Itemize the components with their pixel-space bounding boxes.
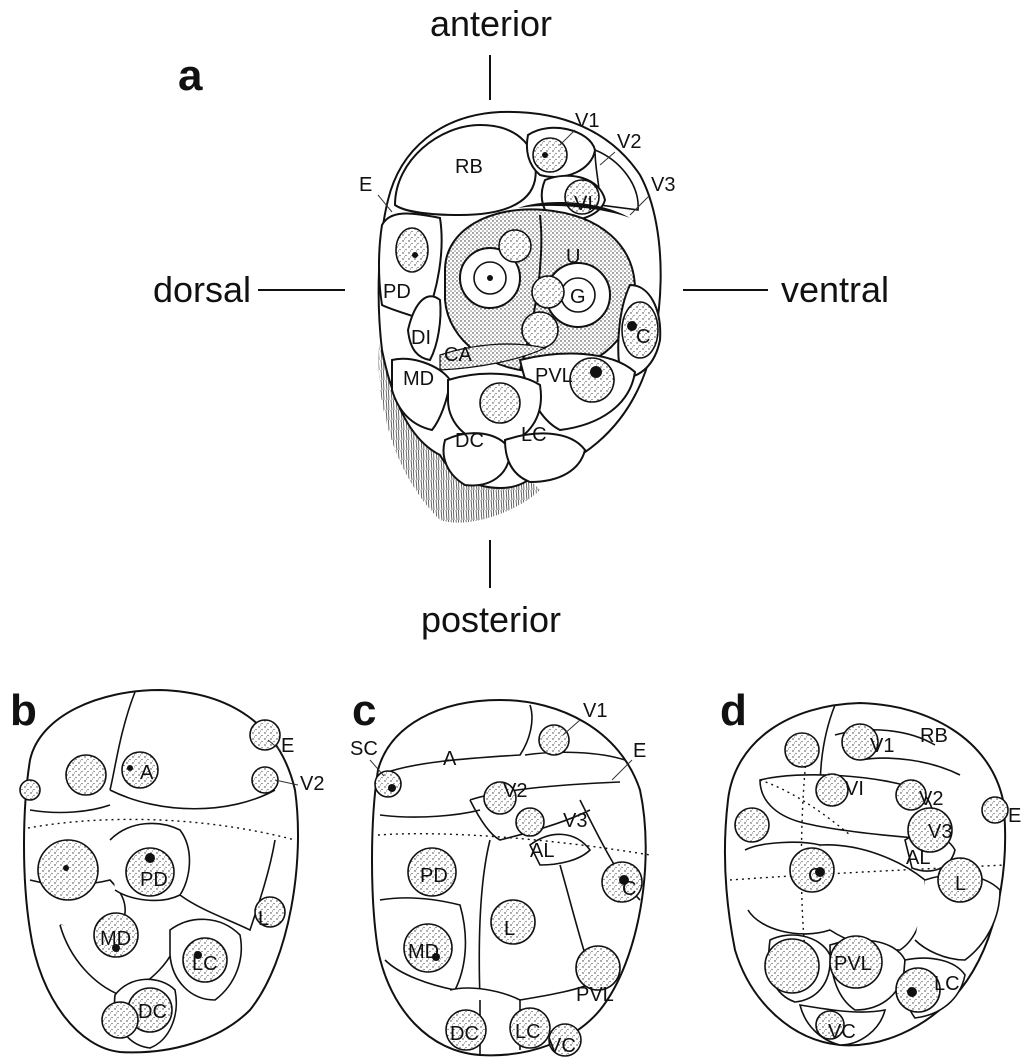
nucleus-V3 <box>516 808 544 836</box>
nucleus-U-low <box>522 312 558 348</box>
label-LC: LC <box>192 953 218 975</box>
panel-letter: b <box>10 686 37 735</box>
panel-d: d V1 RB VI V2 E V3 <box>720 686 1021 1045</box>
nucleolus <box>907 987 917 997</box>
label-L: L <box>955 873 966 895</box>
label-V3: V3 <box>563 810 587 832</box>
nucleolus <box>63 865 69 871</box>
label-AL: AL <box>906 847 930 869</box>
label-G: G <box>570 286 586 308</box>
label-DI: DI <box>411 327 431 349</box>
label-PVL: PVL <box>834 953 872 975</box>
label-V1: V1 <box>870 735 894 757</box>
nucleus-E <box>982 797 1008 823</box>
nucleus-PD <box>396 228 428 272</box>
label-LC: LC <box>515 1021 541 1043</box>
label-DC: DC <box>450 1023 479 1045</box>
panel-a: a anterior posterior dorsal ventral <box>153 3 889 640</box>
label-A: A <box>140 762 154 784</box>
label-V2: V2 <box>503 780 527 802</box>
label-RB: RB <box>920 725 948 747</box>
axis-label-posterior: posterior <box>421 599 561 640</box>
label-V3: V3 <box>651 174 675 196</box>
label-PVL: PVL <box>576 984 614 1006</box>
panel-letter: c <box>352 686 376 735</box>
label-VC: VC <box>548 1035 576 1057</box>
nucleus-V1 <box>539 725 569 755</box>
label-L: L <box>258 908 269 930</box>
nucleus <box>765 939 819 993</box>
nucleus-PVL <box>570 358 614 402</box>
label-E: E <box>359 174 372 196</box>
label-V3: V3 <box>928 821 952 843</box>
label-V2: V2 <box>300 773 324 795</box>
panel-c: c V1 SC A E V2 V3 AL <box>350 686 650 1057</box>
label-L: L <box>504 918 515 940</box>
label-AL: AL <box>530 840 554 862</box>
axis-label-anterior: anterior <box>430 3 552 44</box>
nucleus-V2 <box>252 767 278 793</box>
nucleus-U-small <box>499 230 531 262</box>
label-VI: VI <box>574 193 593 215</box>
label-CA: CA <box>444 344 472 366</box>
label-MD: MD <box>408 941 439 963</box>
label-C: C <box>636 326 650 348</box>
label-V2: V2 <box>617 131 641 153</box>
label-C: C <box>622 878 636 900</box>
label-V1: V1 <box>575 110 599 132</box>
nucleolus <box>145 853 155 863</box>
label-E: E <box>281 735 294 757</box>
nucleus <box>66 755 106 795</box>
label-MD: MD <box>403 368 434 390</box>
label-PVL: PVL <box>535 365 573 387</box>
nucleus-posterior-middle <box>480 383 520 423</box>
panel-letter: d <box>720 686 747 735</box>
nucleus-edge <box>20 780 40 800</box>
label-VI: VI <box>845 778 864 800</box>
nucleus-SC <box>375 771 401 797</box>
nucleolus <box>487 275 493 281</box>
nucleus <box>735 808 769 842</box>
label-SC: SC <box>350 738 378 760</box>
nucleolus <box>542 152 548 158</box>
label-V2: V2 <box>919 788 943 810</box>
nucleus-VI <box>816 774 848 806</box>
nucleus <box>102 1002 138 1038</box>
label-DC: DC <box>455 430 484 452</box>
label-VC: VC <box>828 1021 856 1043</box>
label-DC: DC <box>138 1001 167 1023</box>
nucleus <box>785 733 819 767</box>
label-PD: PD <box>140 869 168 891</box>
nucleolus <box>590 366 602 378</box>
label-C: C <box>808 865 822 887</box>
nucleus-U-mid <box>532 276 564 308</box>
label-LC: LC <box>934 973 960 995</box>
nucleolus <box>412 252 418 258</box>
label-PD: PD <box>420 865 448 887</box>
label-V1: V1 <box>583 700 607 722</box>
nucleus-E <box>250 720 280 750</box>
label-E: E <box>633 740 646 762</box>
axis-label-dorsal: dorsal <box>153 269 251 310</box>
nucleolus <box>388 784 396 792</box>
panel-letter: a <box>178 51 203 100</box>
label-MD: MD <box>100 928 131 950</box>
label-LC: LC <box>521 424 547 446</box>
label-PD: PD <box>383 281 411 303</box>
nucleolus <box>127 765 133 771</box>
label-E: E <box>1008 805 1021 827</box>
label-U: U <box>566 246 580 268</box>
axis-label-ventral: ventral <box>781 269 889 310</box>
label-RB: RB <box>455 156 483 178</box>
panel-b: b E A V2 PD MD L DC LC <box>10 686 324 1052</box>
label-A: A <box>443 748 457 770</box>
